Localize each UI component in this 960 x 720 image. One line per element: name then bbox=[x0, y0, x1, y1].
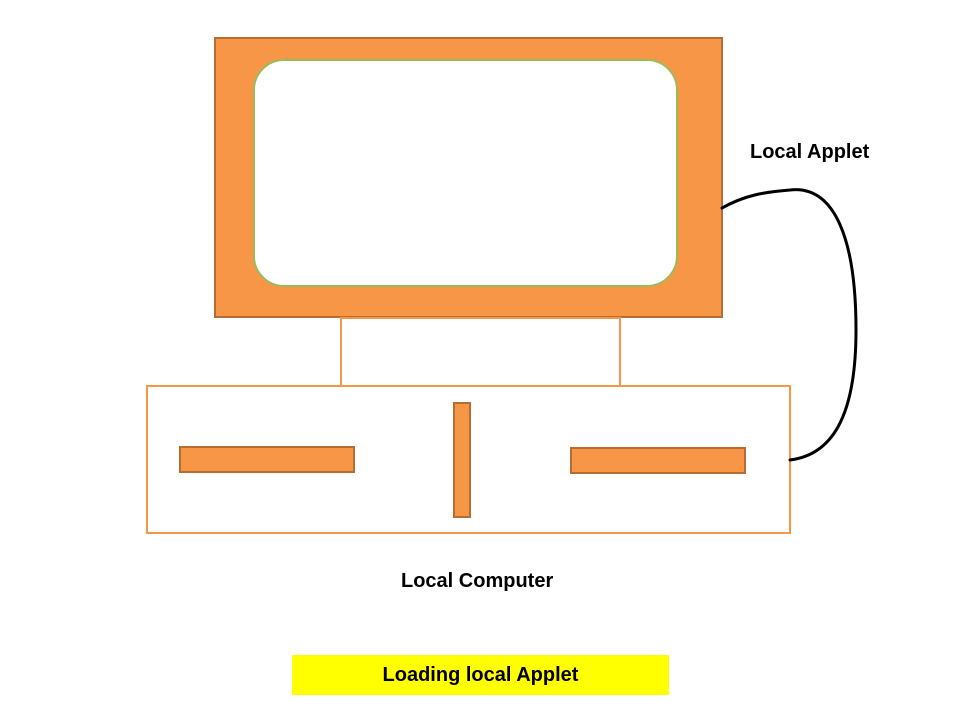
banner-background bbox=[292, 655, 669, 695]
applet-connector-curve bbox=[720, 188, 858, 462]
local-applet-label: Local Applet bbox=[750, 141, 870, 163]
monitor-screen bbox=[253, 59, 678, 287]
left-drive-slot bbox=[179, 446, 355, 473]
local-computer-label: Local Computer bbox=[401, 570, 554, 592]
banner-text: Loading local Applet bbox=[382, 663, 579, 686]
center-vertical-slot bbox=[453, 402, 471, 518]
loading-banner: Loading local Applet bbox=[292, 655, 669, 695]
monitor-stand bbox=[340, 317, 621, 387]
right-drive-slot bbox=[570, 447, 746, 474]
